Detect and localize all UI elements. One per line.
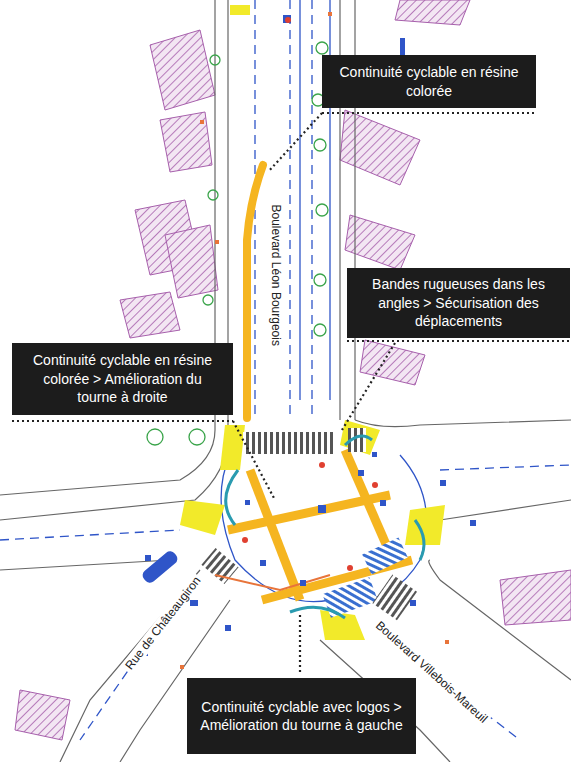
street-name: Boulevard Léon Bourgeois <box>269 202 283 347</box>
callout-text: Continuité cyclable avec logos > Amélior… <box>197 698 406 735</box>
street-name: Rue de Châteaugiron <box>121 572 205 674</box>
callout-box: Continuité cyclable en résine colorée > … <box>12 343 233 415</box>
callout-text: Bandes rugueuses dans les angles > Sécur… <box>357 275 560 330</box>
callout-box: Continuité cyclable en résine colorée <box>322 55 536 108</box>
callout-text: Continuité cyclable en résine colorée > … <box>22 351 223 406</box>
callout-text: Continuité cyclable en résine colorée <box>332 63 526 100</box>
callout-box: Bandes rugueuses dans les angles > Sécur… <box>347 268 570 338</box>
callout-box: Continuité cyclable avec logos > Amélior… <box>187 678 416 754</box>
